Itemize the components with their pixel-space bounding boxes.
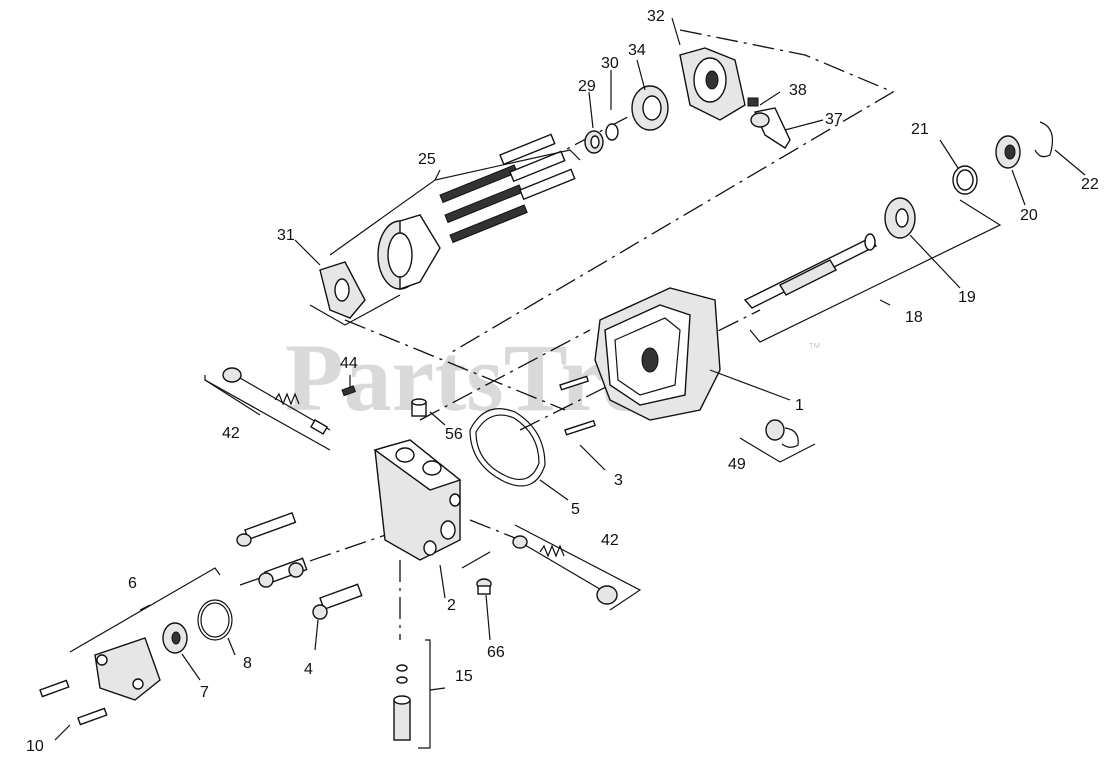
label-30: 30 <box>601 55 619 72</box>
part-25-cylinder-block <box>377 133 576 290</box>
part-19-bearing <box>884 197 916 239</box>
label-8: 8 <box>243 655 252 672</box>
left-bolts <box>236 512 308 588</box>
part-42-check-valve-lower <box>512 535 618 605</box>
part-7-coupler <box>162 622 188 654</box>
label-15: 15 <box>455 668 473 685</box>
label-10: 10 <box>26 738 44 755</box>
part-30-washer <box>605 123 619 141</box>
label-42-lower: 42 <box>601 532 619 549</box>
label-34: 34 <box>628 42 646 59</box>
part-42-check-valve-upper <box>222 367 331 435</box>
part-8-o-ring <box>197 599 233 641</box>
part-32-seal-plate <box>679 47 746 121</box>
part-22-circlip <box>1034 121 1053 158</box>
label-22: 22 <box>1081 176 1099 193</box>
label-7: 7 <box>200 684 209 701</box>
label-37: 37 <box>825 111 843 128</box>
label-44: 44 <box>340 355 358 372</box>
part-2-center-section <box>373 439 462 561</box>
label-4: 4 <box>304 661 313 678</box>
label-20: 20 <box>1020 207 1038 224</box>
label-21: 21 <box>911 121 929 138</box>
part-18-input-shaft <box>743 233 878 309</box>
leader-lines <box>54 17 1086 749</box>
label-3: 3 <box>614 472 623 489</box>
part-31-thrust-plate <box>319 261 366 319</box>
part-21-washer <box>952 165 978 195</box>
label-32: 32 <box>647 8 665 25</box>
label-31: 31 <box>277 227 295 244</box>
label-66: 66 <box>487 644 505 661</box>
part-1-housing <box>594 287 721 421</box>
label-42-upper: 42 <box>222 425 240 442</box>
label-38: 38 <box>789 82 807 99</box>
label-6: 6 <box>128 575 137 592</box>
part-3-dowel-pin <box>559 375 596 436</box>
part-37-trunnion-arm <box>750 107 791 149</box>
part-10-screws <box>39 679 108 726</box>
label-18: 18 <box>905 309 923 326</box>
part-56-plug <box>411 398 427 417</box>
part-49-seal <box>765 419 799 448</box>
label-25: 25 <box>418 151 436 168</box>
part-38-key <box>747 97 759 107</box>
label-19: 19 <box>958 289 976 306</box>
part-15-bypass-valve <box>393 664 411 741</box>
label-56: 56 <box>445 426 463 443</box>
part-29-nut <box>584 130 604 154</box>
part-44-bolt <box>341 385 356 397</box>
part-6-cover <box>94 637 161 701</box>
part-66-plug <box>476 578 492 595</box>
label-29: 29 <box>578 78 596 95</box>
label-2: 2 <box>447 597 456 614</box>
part-5-gasket <box>469 408 546 487</box>
part-number-labels: 1 2 3 4 5 6 7 8 10 15 18 19 20 21 22 25 … <box>26 8 1099 755</box>
part-34-bearing <box>631 85 669 131</box>
part-4-pin <box>312 583 363 620</box>
label-1: 1 <box>795 397 804 414</box>
label-5: 5 <box>571 501 580 518</box>
watermark-trademark: ™ <box>808 340 821 355</box>
part-20-bearing <box>995 135 1021 169</box>
label-49: 49 <box>728 456 746 473</box>
